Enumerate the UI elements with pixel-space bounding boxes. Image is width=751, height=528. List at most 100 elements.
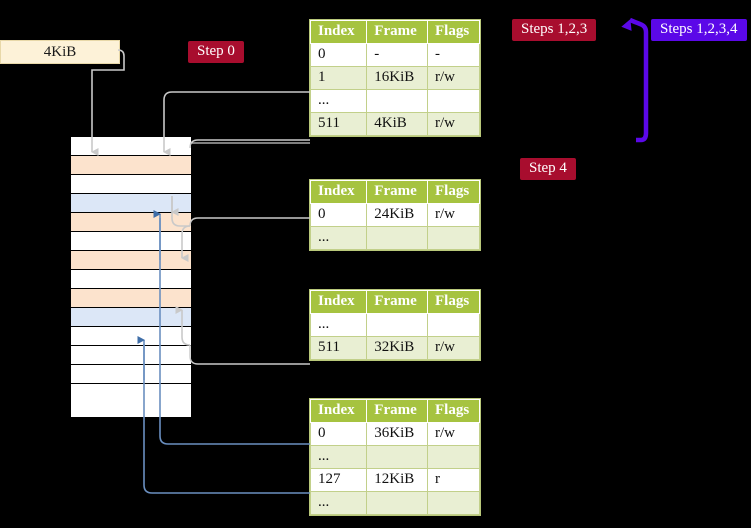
table-row: ... xyxy=(309,89,481,113)
cell-frame xyxy=(366,226,428,250)
column-header-flags: Flags xyxy=(426,20,481,44)
cell-frame: 12KiB xyxy=(366,468,428,492)
badge-step-4-label: Step 4 xyxy=(529,160,567,176)
connector-pd-to-memory xyxy=(189,345,310,365)
memory-row xyxy=(71,175,191,194)
cell-index: ... xyxy=(309,491,368,515)
cell-flags: r xyxy=(426,468,481,492)
size-label-box: 4KiB xyxy=(0,40,120,64)
badge-steps-123-label: Steps 1,2,3 xyxy=(521,21,588,37)
cell-index-text: ... xyxy=(318,92,330,108)
connector-pt-row127-to-memory xyxy=(143,344,310,494)
table-row: 511 4KiB r/w xyxy=(309,112,481,136)
memory-row xyxy=(71,213,191,232)
cell-frame: 16KiB xyxy=(366,66,428,90)
cell-index: 511 xyxy=(309,112,368,136)
badge-steps-123: Steps 1,2,3 xyxy=(512,19,597,41)
cell-flags-text: r/w xyxy=(434,115,455,131)
table-row: 0 36KiB r/w xyxy=(309,422,481,446)
cell-frame-text: 32KiB xyxy=(374,339,415,355)
cell-frame-text: 4KiB xyxy=(374,115,407,131)
connector-pdpt-to-memory xyxy=(189,217,310,227)
badge-step-0: Step 0 xyxy=(188,41,244,63)
cell-flags: r/w xyxy=(426,422,481,446)
cell-frame xyxy=(366,491,428,515)
cell-frame-text: 24KiB xyxy=(374,206,415,222)
column-header-frame: Frame xyxy=(366,20,428,44)
table-row: ... xyxy=(309,226,481,250)
table-header-row: Index Frame Flags xyxy=(309,399,481,423)
cell-index-text: ... xyxy=(318,316,330,332)
cell-frame xyxy=(366,445,428,469)
column-header-index: Index xyxy=(309,180,368,204)
table-row: 511 32KiB r/w xyxy=(309,336,481,360)
cell-index-text: 127 xyxy=(318,471,341,487)
column-header-frame: Frame xyxy=(366,290,428,314)
table-row: 0 24KiB r/w xyxy=(309,203,481,227)
table-header-row: Index Frame Flags xyxy=(309,290,481,314)
page-table-pdpt: Index Frame Flags 0 24KiB r/w ... xyxy=(309,180,481,250)
memory-row xyxy=(71,194,191,213)
cell-flags xyxy=(426,445,481,469)
column-header-index: Index xyxy=(309,20,368,44)
cell-frame: 36KiB xyxy=(366,422,428,446)
cell-flags xyxy=(426,313,481,337)
memory-row xyxy=(71,270,191,289)
memory-row xyxy=(71,365,191,384)
column-header-index: Index xyxy=(309,399,368,423)
memory-row xyxy=(71,308,191,327)
cell-index: 0 xyxy=(309,43,368,67)
badge-step-4: Step 4 xyxy=(520,158,576,180)
cell-flags-text: r/w xyxy=(434,206,455,222)
page-table-pd: Index Frame Flags ... 511 32KiB r/w xyxy=(309,290,481,360)
connector-gray-elbow-1 xyxy=(181,225,191,262)
cell-index-text: 0 xyxy=(318,425,326,441)
memory-row xyxy=(71,156,191,175)
cell-flags-text: r/w xyxy=(434,339,455,355)
cell-index-text: 0 xyxy=(318,46,326,62)
cell-frame-text: 36KiB xyxy=(374,425,415,441)
cell-flags xyxy=(426,491,481,515)
cell-frame: 24KiB xyxy=(366,203,428,227)
connector-steps-purple-arrow xyxy=(621,17,649,143)
badge-steps-1234-label: Steps 1,2,3,4 xyxy=(660,21,738,37)
badge-steps-1234: Steps 1,2,3,4 xyxy=(651,19,747,41)
cell-index: 0 xyxy=(309,422,368,446)
cell-flags: r/w xyxy=(426,336,481,360)
connector-pt-row0-to-memory xyxy=(159,218,310,445)
cell-frame: - xyxy=(366,43,428,67)
badge-step-0-label: Step 0 xyxy=(197,43,235,59)
memory-row xyxy=(71,137,191,156)
cell-flags: - xyxy=(426,43,481,67)
cell-flags: r/w xyxy=(426,112,481,136)
cell-index: ... xyxy=(309,89,368,113)
cell-flags-text: r/w xyxy=(434,425,455,441)
cell-index-text: ... xyxy=(318,494,330,510)
table-header-row: Index Frame Flags xyxy=(309,20,481,44)
physical-memory-column xyxy=(70,136,192,418)
cell-frame-text: - xyxy=(374,46,380,62)
table-row: 0 - - xyxy=(309,43,481,67)
memory-row xyxy=(71,232,191,251)
cell-index: 0 xyxy=(309,203,368,227)
column-header-frame: Frame xyxy=(366,399,428,423)
cell-index-text: 511 xyxy=(318,339,340,355)
column-header-flags: Flags xyxy=(426,290,481,314)
cell-index-text: 511 xyxy=(318,115,340,131)
cell-flags: r/w xyxy=(426,203,481,227)
connector-memory-down-a xyxy=(171,196,190,227)
page-table-pml4: Index Frame Flags 0 - - 1 16KiB r/w ... … xyxy=(309,20,481,136)
memory-row xyxy=(71,289,191,308)
cell-flags: r/w xyxy=(426,66,481,90)
page-table-pt: Index Frame Flags 0 36KiB r/w ... 127 12… xyxy=(309,399,481,515)
cell-frame-text: 16KiB xyxy=(374,69,415,85)
cell-index: 511 xyxy=(309,336,368,360)
table-header-row: Index Frame Flags xyxy=(309,180,481,204)
cell-flags-text: r xyxy=(434,471,440,487)
table-row: ... xyxy=(309,491,481,515)
cell-index-text: ... xyxy=(318,448,330,464)
cell-flags-text: - xyxy=(434,46,440,62)
table-row: 1 16KiB r/w xyxy=(309,66,481,90)
